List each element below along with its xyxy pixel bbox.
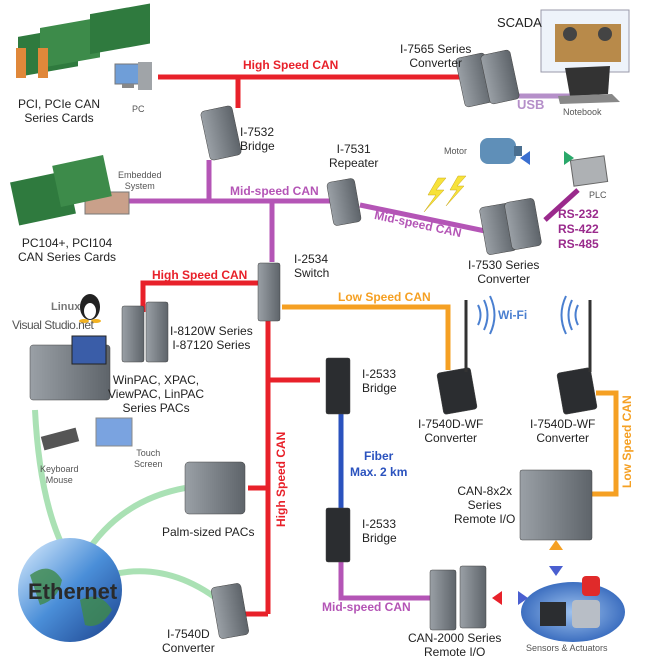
- palm-pac-device: [184, 461, 246, 515]
- wifi-label: Wi-Fi: [498, 308, 528, 322]
- i2534-switch-device: [257, 262, 281, 322]
- pci-cards-label: PCI, PCIe CAN Series Cards: [18, 97, 101, 125]
- high-speed-can-left-line: [140, 280, 320, 617]
- can2000-sensors-arrow-icon: [492, 591, 528, 605]
- low-speed-can-line: [282, 304, 619, 497]
- pc-label: PC: [132, 104, 145, 114]
- scada-label: SCADA: [497, 15, 542, 30]
- motor-icon: [480, 138, 522, 164]
- pc104-cards-icon: [10, 155, 112, 226]
- embedded-system-label: Embedded System: [118, 170, 162, 191]
- i7565-converter-device-2: [480, 49, 520, 105]
- mid-speed-can-bottom-line: [338, 560, 432, 601]
- i7540dwf-left-label: I-7540D-WF Converter: [418, 417, 484, 445]
- high-speed-can-left-label: High Speed CAN: [152, 268, 248, 282]
- i7531-repeater-device: [326, 178, 362, 226]
- linux-label: Linux: [51, 301, 81, 313]
- high-speed-can-vertical-label: High Speed CAN: [274, 431, 288, 527]
- linux-tux-icon: [79, 294, 101, 323]
- viewpac-screen-icon: [71, 335, 107, 365]
- serial-line: [543, 188, 580, 222]
- motor-label: Motor: [444, 146, 468, 156]
- i2533-bridge-bottom-device: [325, 507, 351, 563]
- i7540dwf-right-label: I-7540D-WF Converter: [530, 417, 596, 445]
- visual-studio-label: Visual Studio.net: [12, 318, 94, 332]
- motor-plc-arrow-icon: [520, 151, 574, 165]
- pc-icon: [114, 62, 152, 90]
- winpac-label: WinPAC, XPAC, ViewPAC, LinPAC Series PAC…: [108, 373, 205, 415]
- i7532-bridge-device: [200, 105, 242, 161]
- keyboard-icon: [40, 427, 80, 451]
- i2534-label: I-2534 Switch: [294, 252, 330, 280]
- touch-screen-label: Touch Screen: [134, 448, 163, 469]
- interference-lightning-icon: [423, 175, 467, 213]
- mid-speed-can-top-label: Mid-speed CAN: [230, 184, 319, 198]
- i7540dwf-right-device: [556, 367, 598, 415]
- notebook-label: Notebook: [563, 107, 602, 117]
- i8120w-device: [121, 305, 145, 363]
- can8x2x-label: CAN-8x2x Series Remote I/O: [454, 484, 516, 526]
- mid-speed-can-top-line: [128, 160, 491, 262]
- low-speed-can-label: Low Speed CAN: [338, 290, 431, 304]
- keyboard-mouse-label: Keyboard Mouse: [40, 464, 79, 485]
- can2000-label: CAN-2000 Series Remote I/O: [408, 631, 502, 659]
- low-speed-can-vertical-label: Low Speed CAN: [620, 395, 634, 488]
- scada-screen-icon: [540, 9, 630, 73]
- touch-screen-icon: [95, 417, 133, 447]
- ethernet-globe-icon: [18, 538, 122, 642]
- palm-sized-pacs-label: Palm-sized PACs: [162, 525, 255, 539]
- pc104-cards-label: PC104+, PCI104 CAN Series Cards: [18, 236, 117, 264]
- wifi-signal-icon: [477, 295, 579, 335]
- i7532-label: I-7532 Bridge: [240, 125, 275, 153]
- usb-label: USB: [517, 97, 545, 112]
- sensors-actuators-label: Sensors & Actuators: [526, 643, 608, 653]
- mid-speed-can-bottom-label: Mid-speed CAN: [322, 600, 411, 614]
- notebook-icon: [558, 66, 620, 104]
- i2533-top-label: I-2533 Bridge: [362, 367, 397, 395]
- plc-icon: [569, 155, 609, 187]
- sensors-actuators-icon: [521, 576, 625, 642]
- i7530-label: I-7530 Series Converter: [468, 258, 540, 286]
- can2000-device-2: [459, 565, 487, 629]
- i7530-converter-device-2: [504, 198, 542, 250]
- i8120w-label: I-8120W Series I-87120 Series: [170, 324, 253, 352]
- plc-label: PLC: [589, 190, 607, 200]
- i87120-device: [145, 301, 169, 363]
- high-speed-can-top-label: High Speed CAN: [243, 58, 339, 72]
- i7540dwf-left-device: [436, 367, 478, 415]
- can2000-device: [429, 569, 457, 631]
- can8x2x-sensors-arrow-icon: [549, 540, 563, 576]
- ethernet-label: Ethernet: [28, 579, 118, 604]
- high-speed-can-top-line: [158, 74, 460, 108]
- i7540d-label: I-7540D Converter: [162, 627, 215, 655]
- i7565-label: I-7565 Series Converter: [400, 42, 472, 70]
- fiber-label: Fiber Max. 2 km: [350, 449, 408, 479]
- can8x2x-device: [519, 469, 593, 541]
- pci-cards-icon: [16, 3, 150, 78]
- i2533-bridge-top-device: [325, 357, 351, 415]
- i2533-bottom-label: I-2533 Bridge: [362, 517, 397, 545]
- i7540d-converter-device: [211, 583, 249, 639]
- serial-interfaces-label: RS-232 RS-422 RS-485: [558, 207, 599, 251]
- i7531-label: I-7531 Repeater: [329, 142, 379, 170]
